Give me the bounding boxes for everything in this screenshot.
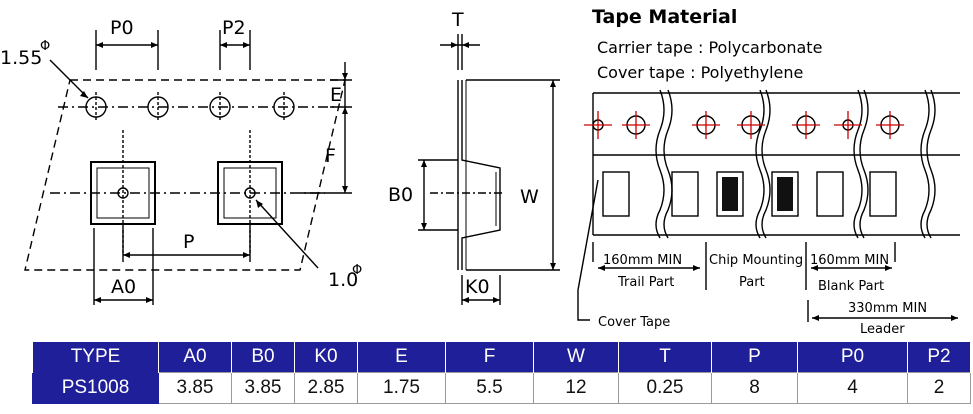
chip-mounting: Chip Mounting [709,253,803,268]
trail-part: Trail Part [617,275,674,290]
value-cell: 3.85 [231,372,295,404]
header-cell: F [445,342,534,373]
header-cell: P0 [797,342,908,373]
value-cell: 2.85 [294,372,358,404]
phi-symbol: Φ [40,39,50,54]
top-view [24,30,352,305]
empty-pocket [671,171,699,217]
value-cell: 12 [533,372,619,404]
reel-arrows [598,265,958,321]
value-cell: 3.85 [158,372,232,404]
empty-pocket [816,171,844,217]
spec-table: TYPE A0 B0 K0 E F W T P P0 P2 PS1008 3.8… [32,342,971,404]
cover-tape-text: Cover tape : Polyethylene [597,63,803,82]
table-row: PS1008 3.85 3.85 2.85 1.75 5.5 12 0.25 8… [32,372,971,404]
phi-symbol: Φ [352,263,362,278]
cover-tape-label: Cover Tape [598,315,670,330]
label-w: W [520,186,539,208]
empty-pocket [602,171,630,217]
label-p0: P0 [110,17,134,39]
reel-sprocket-holes [584,111,904,139]
side-view [418,34,560,305]
chip-fill [722,177,793,211]
blank-length: 160mm MIN [810,253,889,268]
label-e: E [330,84,342,106]
blank-part: Blank Part [818,279,884,294]
type-cell: PS1008 [32,372,159,404]
side-view-arrows [421,42,556,303]
filled-pocket [716,171,744,217]
label-hole-dia: 1.55 [0,47,42,69]
value-cell: 5.5 [445,372,534,404]
label-a0: A0 [111,276,136,298]
value-cell: 8 [711,372,798,404]
header-cell: P2 [907,342,971,373]
label-p: P [183,231,194,253]
value-cell: 2 [907,372,971,404]
carrier-tape-text: Carrier tape : Polycarbonate [597,38,822,57]
label-p2: P2 [222,17,246,39]
header-cell: P [711,342,798,373]
tape-dimension-drawing: P0 P2 1.55 Φ E F P A0 1.0 Φ [0,6,960,337]
header-cell: B0 [231,342,295,373]
chip-part: Part [739,275,765,290]
label-t: T [451,9,464,31]
value-cell: 0.25 [618,372,712,404]
value-cell: 1.75 [357,372,446,404]
leader-length: 330mm MIN [848,301,927,316]
value-cell: 4 [797,372,908,404]
header-cell: E [357,342,446,373]
header-cell: T [618,342,712,373]
trail-length: 160mm MIN [603,253,682,268]
header-cell: TYPE [32,342,159,373]
header-cell: K0 [294,342,358,373]
top-view-arrows [80,42,348,303]
label-center-dia: 1.0 [328,269,358,291]
label-b0: B0 [388,184,413,206]
label-k0: K0 [465,276,490,298]
reel-diagram [577,89,960,322]
tape-outline-left [24,79,346,271]
material-title: Tape Material [592,6,737,28]
filled-pocket [771,171,799,217]
header-cell: A0 [158,342,232,373]
header-cell: W [533,342,619,373]
empty-pocket [869,171,897,217]
table-header-row: TYPE A0 B0 K0 E F W T P P0 P2 [32,342,971,373]
label-f: F [325,145,336,167]
leader-label: Leader [860,322,905,337]
